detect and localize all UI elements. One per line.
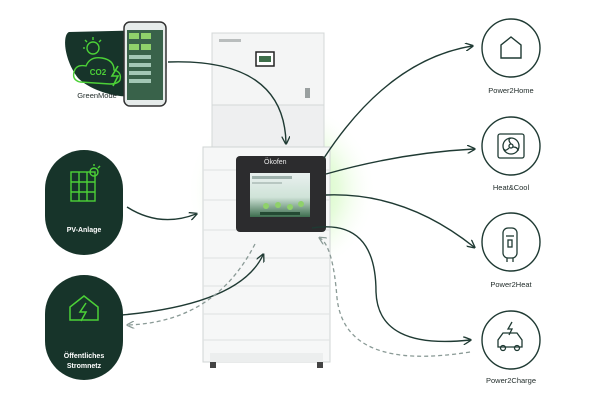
fan-icon (497, 133, 525, 159)
label-power2home: Power2Home (488, 86, 534, 95)
device-brand: Ökofen (264, 159, 287, 166)
label-pv-anlage: PV-Anlage (66, 227, 102, 234)
pv-anlage-pill (45, 150, 123, 255)
house-bolt-icon (69, 295, 99, 322)
power2charge-circle (481, 310, 541, 370)
solar-panel-icon (70, 164, 101, 202)
stromnetz-pill (45, 275, 123, 380)
power2home-circle (481, 18, 541, 78)
label-heat-cool: Heat&Cool (492, 183, 530, 192)
house-icon (500, 36, 522, 59)
label-power2charge: Power2Charge (485, 376, 537, 385)
car-charge-icon (497, 321, 523, 352)
upper-unit (211, 32, 325, 148)
arrow-pv-to-device (126, 206, 196, 220)
boiler-icon (502, 227, 518, 262)
control-display (236, 156, 326, 232)
dashed-device-to-grid (128, 243, 256, 325)
arrow-device-to-home (323, 46, 472, 159)
arrow-device-to-heat (325, 194, 474, 247)
greenmode-badge (65, 21, 167, 107)
dashed-arrows (128, 238, 471, 357)
arrow-device-to-heatcool (325, 149, 474, 175)
label-greenmode: GreenMode (77, 91, 117, 100)
label-stromnetz-1: Öffentliches (63, 353, 105, 360)
heat-cool-circle (481, 116, 541, 176)
arrow-phone-to-device (167, 61, 286, 143)
arrow-device-to-charge (311, 226, 470, 342)
flow-arrows (121, 46, 474, 342)
label-power2heat: Power2Heat (490, 280, 532, 289)
power2heat-circle (481, 212, 541, 272)
dashed-charge-to-device (320, 238, 471, 357)
cloud-sun-icon (72, 37, 122, 85)
label-co2: CO2 (89, 68, 107, 77)
label-stromnetz-2: Stromnetz (66, 363, 102, 370)
